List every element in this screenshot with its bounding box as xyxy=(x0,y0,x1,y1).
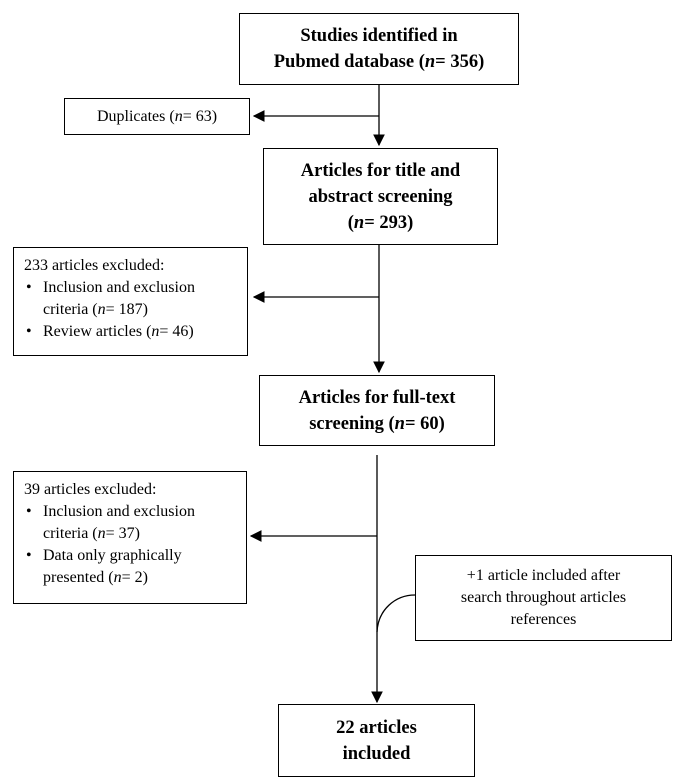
fulltext-line2: screening (n= 60) xyxy=(309,411,445,437)
title-abstract-screening-box: Articles for title and abstract screenin… xyxy=(263,148,498,245)
excluded-first-item-criteria: Inclusion and exclusion criteria (n= 187) xyxy=(24,277,239,321)
excluded2-item1-n: n xyxy=(97,525,106,542)
studies-identified-line1: Studies identified in xyxy=(300,26,458,46)
studies-identified-line2: Pubmed database (n= 356) xyxy=(274,49,484,75)
identified-post: = 356) xyxy=(435,52,485,72)
excluded-second-item-criteria: Inclusion and exclusion criteria (n= 37) xyxy=(24,501,238,545)
identified-pre: Pubmed database ( xyxy=(273,52,425,72)
fulltext-n: n xyxy=(394,413,405,434)
excluded1-item1-pre: criteria ( xyxy=(43,301,98,318)
excluded-first-title: 233 articles excluded: xyxy=(24,257,165,274)
added-line3: references xyxy=(510,611,577,628)
included-line2: included xyxy=(342,743,411,764)
duplicates-pre: Duplicates ( xyxy=(96,107,175,125)
screening-line3: (n= 293) xyxy=(348,210,414,236)
excluded2-item1-pre: criteria ( xyxy=(43,525,98,542)
fulltext-line1: Articles for full-text xyxy=(298,387,456,408)
excluded-second-box: 39 articles excluded: Inclusion and excl… xyxy=(13,471,247,604)
included-line1: 22 articles xyxy=(336,717,417,738)
duplicates-text: Duplicates (n= 63) xyxy=(97,106,217,128)
excluded2-item2-post: = 2) xyxy=(121,569,148,586)
screening-pre: ( xyxy=(347,212,354,233)
screening-line2: abstract screening xyxy=(308,186,453,207)
duplicates-post: = 63) xyxy=(182,107,218,125)
added-line1: +1 article included after xyxy=(466,567,621,584)
fulltext-pre: screening ( xyxy=(309,413,395,434)
curve-from-added xyxy=(376,594,416,633)
fulltext-post: = 60) xyxy=(404,413,445,434)
duplicates-n: n xyxy=(174,107,183,125)
duplicates-box: Duplicates (n= 63) xyxy=(64,98,250,135)
excluded1-item2-n: n xyxy=(151,323,160,340)
excluded2-item2-line1: Data only graphically xyxy=(43,547,182,564)
full-text-screening-box: Articles for full-text screening (n= 60) xyxy=(259,375,495,446)
excluded-second-title: 39 articles excluded: xyxy=(24,481,157,498)
excluded1-item1-line1: Inclusion and exclusion xyxy=(43,279,195,296)
added-line2: search throughout articles xyxy=(460,589,627,606)
excluded2-item2-pre: presented ( xyxy=(43,569,114,586)
studies-identified-box: Studies identified in Pubmed database (n… xyxy=(239,13,519,85)
excluded1-item2-post: = 46) xyxy=(159,323,194,340)
excluded2-item1-line1: Inclusion and exclusion xyxy=(43,503,195,520)
excluded-second-item-graphical: Data only graphically presented (n= 2) xyxy=(24,545,238,589)
screening-line1: Articles for title and xyxy=(300,160,461,181)
identified-n: n xyxy=(424,52,436,72)
excluded2-item1-post: = 37) xyxy=(105,525,140,542)
added-article-box: +1 article included after search through… xyxy=(415,555,672,641)
screening-n: n xyxy=(353,212,365,233)
articles-included-box: 22 articles included xyxy=(278,704,475,777)
excluded1-item1-post: = 187) xyxy=(105,301,148,318)
excluded2-item2-n: n xyxy=(113,569,122,586)
excluded1-item1-n: n xyxy=(97,301,106,318)
excluded1-item2-pre: Review articles ( xyxy=(43,323,152,340)
excluded-first-item-review: Review articles (n= 46) xyxy=(24,321,239,343)
screening-post: = 293) xyxy=(364,212,414,233)
excluded-first-box: 233 articles excluded: Inclusion and exc… xyxy=(13,247,248,356)
